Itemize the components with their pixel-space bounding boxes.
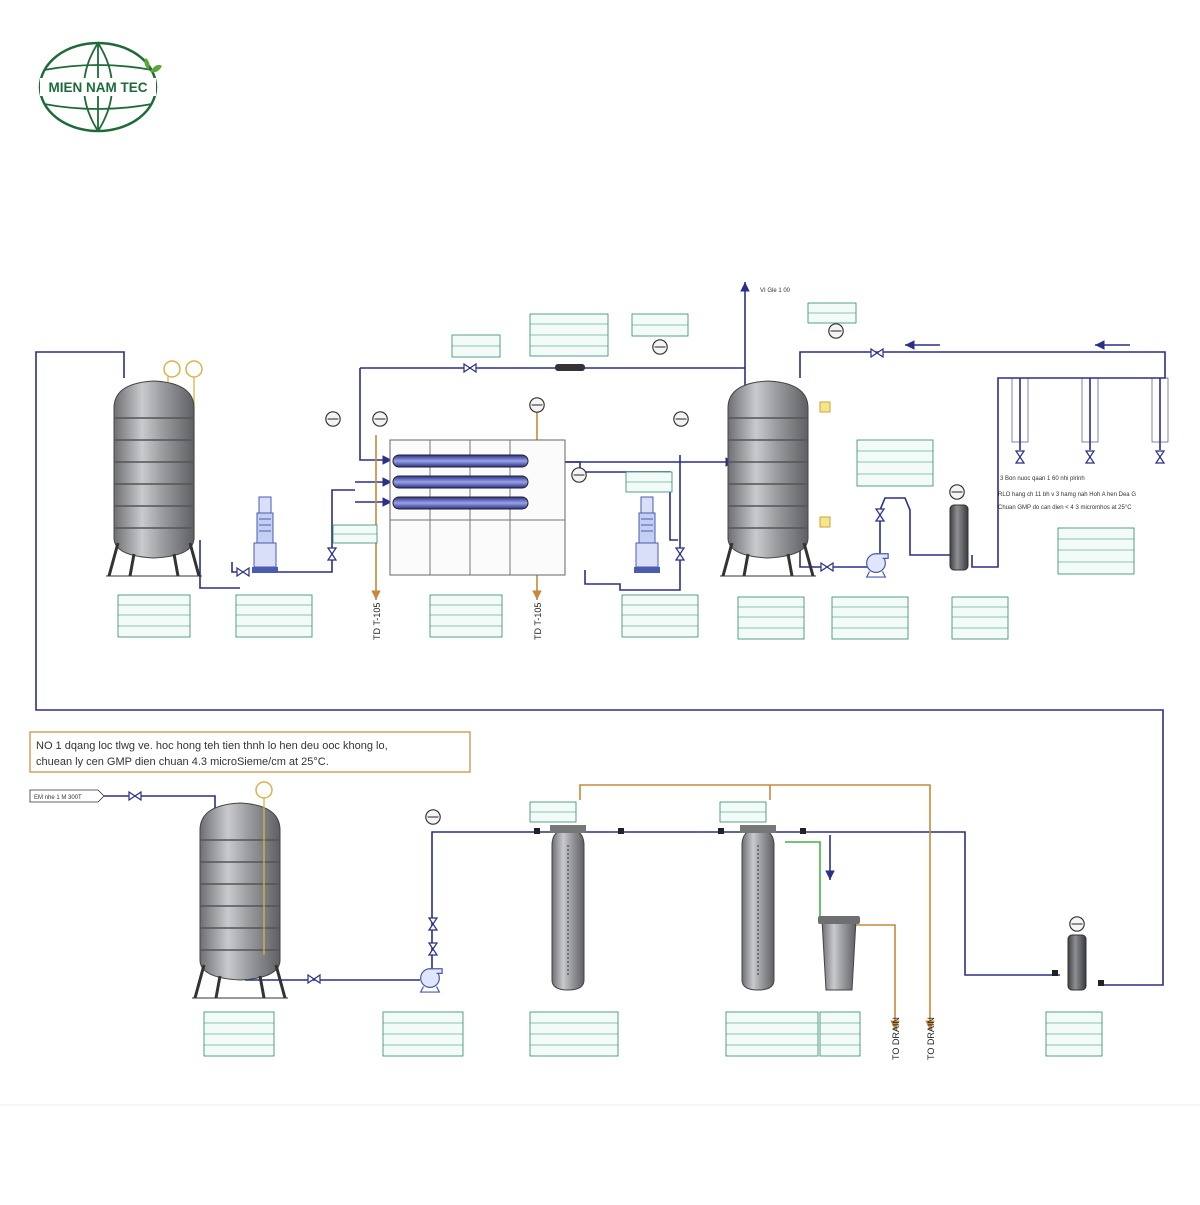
valve-icon (820, 562, 834, 572)
logo-text: MIEN NAM TEC (49, 80, 148, 95)
inlet-label: EM nhe 1 M 300T (34, 795, 82, 801)
flow-meter-icon (555, 364, 585, 371)
pressure-gauge-icon (529, 397, 545, 413)
valve-icon (428, 917, 438, 931)
multimedia-filter-column (550, 825, 586, 991)
drain-label-2: TO DRAIN (926, 1017, 936, 1060)
valve-icon (675, 547, 685, 561)
pressure-gauge-icon (425, 809, 441, 825)
raw-water-inlet: EM nhe 1 M 300T (29, 789, 105, 803)
raw-water-tank-3 (190, 781, 290, 1000)
valve-icon (428, 942, 438, 956)
pressure-gauge-icon (325, 411, 341, 427)
process-note-line1: NO 1 dqang loc tlwg ve. hoc hong teh tie… (36, 740, 388, 752)
top-piping (35, 282, 1169, 986)
ro-membrane-rack (389, 439, 566, 576)
uv-sterilizer-bottom (1067, 934, 1087, 991)
valve-icon (870, 348, 884, 358)
bottom-piping (104, 784, 1060, 1030)
softener-column (740, 825, 776, 991)
pressure-gauge-icon (949, 484, 965, 500)
valve-icon (1085, 450, 1095, 464)
drain-label-1: TO DRAIN (891, 1017, 901, 1060)
valve-icon (1015, 450, 1025, 464)
pressure-gauge-icon (372, 411, 388, 427)
pressure-gauge-icon (652, 339, 668, 355)
valve-icon (463, 363, 477, 373)
raw-water-tank-1 (104, 360, 204, 578)
pressure-gauge-icon (828, 323, 844, 339)
use-point-note-1: 3 Bon nuoc qaan 1 60 nhi plrinh (1000, 476, 1085, 482)
pump-icon (866, 553, 889, 578)
level-sensor-icon (185, 360, 203, 378)
process-note: NO 1 dqang loc tlwg ve. hoc hong teh tie… (29, 731, 471, 773)
valve-icon (1155, 450, 1165, 464)
equipment-tags-bottom (203, 801, 1103, 1057)
valve-icon (327, 547, 337, 561)
valve-icon (875, 508, 885, 522)
pump-icon (420, 968, 443, 993)
valve-icon (307, 974, 321, 984)
drain-label-left: TD T-105 (372, 603, 382, 640)
uv-sterilizer-top (949, 504, 969, 571)
valve-icon (236, 567, 250, 577)
pressure-gauge-icon (1069, 916, 1085, 932)
level-sensor-icon (163, 360, 181, 378)
leaf-icon (144, 58, 162, 73)
equipment-tags-top (117, 302, 1135, 640)
brine-tank (818, 916, 860, 991)
use-point-note-2: RLO hang ch 11 bh v 3 hamg nah Hoh A hen… (998, 492, 1136, 498)
pressure-gauge-icon (673, 411, 689, 427)
use-point-note-3: Chuan GMP do can dien < 4 3 micromhos at… (998, 505, 1132, 511)
process-note-line2: chuean ly cen GMP dien chuan 4.3 microSi… (36, 756, 329, 768)
vent-label: VI Gle 1 00 (760, 288, 791, 294)
product-water-tank-2 (718, 379, 818, 578)
pump-icon (633, 496, 661, 574)
drain-label-right: TD T-105 (533, 603, 543, 640)
valve-icon (128, 791, 142, 801)
pump-icon (251, 496, 279, 574)
level-sensor-icon (255, 781, 273, 799)
pressure-gauge-icon (571, 467, 587, 483)
company-logo: MIEN NAM TEC (38, 41, 162, 133)
